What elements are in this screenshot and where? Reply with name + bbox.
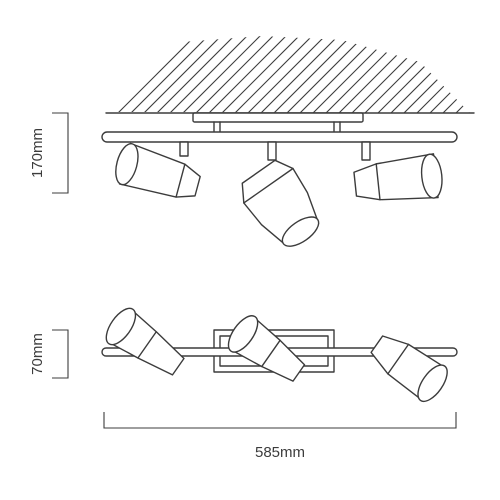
hatch-line bbox=[208, 36, 290, 113]
hatch-line bbox=[143, 36, 225, 113]
hatch-line bbox=[110, 36, 173, 113]
hatch-line bbox=[110, 36, 134, 113]
side-spot-left bbox=[115, 141, 201, 198]
ceiling bbox=[105, 33, 500, 114]
hatch-line bbox=[110, 36, 160, 113]
hatch-line bbox=[156, 36, 238, 113]
hatch-line bbox=[169, 36, 251, 113]
hatch-line bbox=[312, 36, 394, 113]
hatch-line bbox=[221, 36, 303, 113]
hatch-line bbox=[442, 36, 470, 113]
hatch-line bbox=[299, 36, 381, 113]
top-spot-right bbox=[370, 335, 448, 403]
side-view-fixture bbox=[101, 112, 458, 247]
dimension-label-585: 585mm bbox=[255, 444, 305, 461]
hatch-line bbox=[110, 36, 147, 113]
top-spot-middle bbox=[227, 315, 306, 382]
hatch-line bbox=[416, 36, 470, 113]
spot-swivel bbox=[179, 141, 189, 157]
spot-lens bbox=[115, 143, 139, 186]
hatch-line bbox=[182, 36, 264, 113]
hatch-line bbox=[482, 33, 500, 113]
spot-lens bbox=[227, 315, 259, 353]
hatch-line bbox=[338, 36, 420, 113]
spot-swivel bbox=[267, 141, 277, 161]
ceiling-hatching bbox=[110, 33, 500, 113]
spot-lens bbox=[105, 307, 137, 346]
hatch-line bbox=[455, 36, 470, 113]
spot-lens bbox=[281, 216, 320, 247]
hatch-line bbox=[286, 36, 368, 113]
dimension-label-170: 170mm bbox=[29, 128, 46, 178]
dimension-height-side: 170mm bbox=[29, 112, 69, 194]
hatch-line bbox=[351, 36, 433, 113]
hatch-line bbox=[260, 36, 342, 113]
spot-swivel bbox=[361, 141, 371, 161]
spot-lens bbox=[417, 364, 448, 403]
hatch-line bbox=[247, 36, 329, 113]
dimension-bracket bbox=[103, 412, 457, 429]
spot-lens bbox=[420, 153, 443, 199]
dimension-height-top: 70mm bbox=[29, 329, 69, 379]
hatch-line bbox=[429, 36, 470, 113]
dimension-bracket bbox=[52, 329, 69, 379]
hatch-line bbox=[130, 36, 212, 113]
hatch-line bbox=[325, 36, 407, 113]
hatch-line bbox=[390, 36, 470, 113]
side-spot-right bbox=[353, 141, 443, 201]
dimension-bracket bbox=[52, 112, 69, 194]
top-spot-left bbox=[105, 307, 185, 376]
hatch-line bbox=[495, 33, 500, 113]
dimension-label-70: 70mm bbox=[29, 333, 46, 375]
hatch-line bbox=[195, 36, 277, 113]
hatch-line bbox=[364, 36, 446, 113]
dimension-width: 585mm bbox=[103, 412, 457, 461]
top-view-fixture bbox=[101, 307, 458, 403]
hatch-line bbox=[273, 36, 355, 113]
hatch-line bbox=[117, 36, 199, 113]
side-spot-middle bbox=[241, 141, 320, 247]
spot-holder bbox=[241, 159, 319, 246]
spot-bar bbox=[101, 131, 458, 143]
hatch-line bbox=[110, 36, 121, 113]
hatch-line bbox=[110, 36, 186, 113]
hatch-line bbox=[234, 36, 316, 113]
hatch-line bbox=[377, 36, 459, 113]
hatch-line bbox=[468, 36, 470, 113]
ceiling-plate bbox=[192, 112, 364, 123]
hatch-line bbox=[403, 36, 470, 113]
